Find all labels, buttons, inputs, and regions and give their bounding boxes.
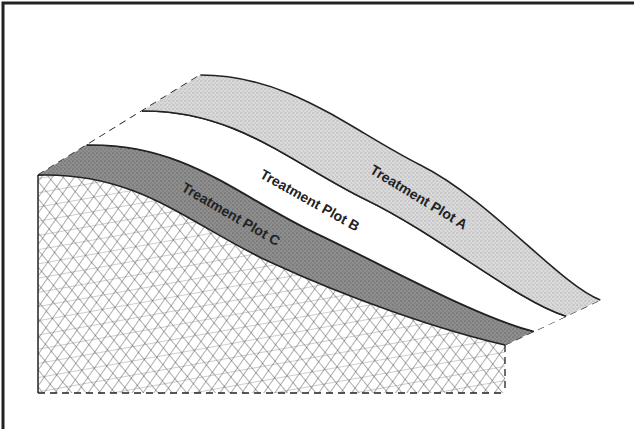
- dashed-edge: [504, 345, 505, 393]
- block-edge: [37, 175, 39, 393]
- dashed-edge: [38, 392, 505, 393]
- band-fill: [142, 75, 600, 316]
- plot-band: Treatment Plot A: [139, 72, 603, 319]
- band-shape: [139, 72, 603, 319]
- band-edge: [200, 75, 600, 300]
- frame: [3, 3, 634, 429]
- soil-face: [38, 75, 600, 393]
- band-stipple: [142, 75, 600, 316]
- band-edge: [142, 111, 566, 316]
